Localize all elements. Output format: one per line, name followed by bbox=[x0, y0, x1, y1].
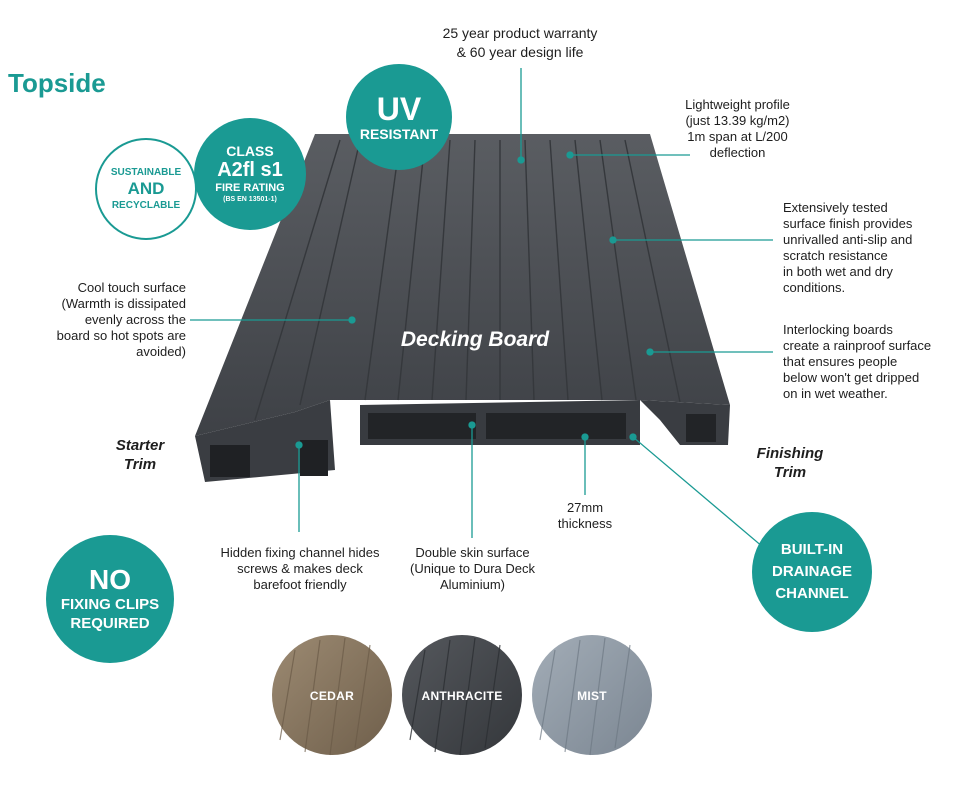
starter-trim-label: Starter Trim bbox=[105, 436, 175, 474]
hidden-fixing-note: Hidden fixing channel hides screws & mak… bbox=[205, 545, 395, 593]
uv-badge-line: RESISTANT bbox=[359, 126, 439, 142]
swatch-label-mist: MIST bbox=[577, 689, 607, 703]
fire-badge-line: (BS EN 13501-1) bbox=[223, 196, 277, 203]
fixing-channel-cavity bbox=[300, 440, 328, 476]
finishing-trim-label: Finishing Trim bbox=[745, 444, 835, 482]
finishing-trim-cavity bbox=[686, 414, 716, 442]
thickness-line: thickness bbox=[557, 516, 613, 531]
page-title: Topside bbox=[8, 68, 106, 98]
warranty-note: 25 year product warranty & 60 year desig… bbox=[420, 24, 620, 62]
cool-touch-line: (Warmth is dissipated bbox=[61, 296, 187, 311]
swatch-cedar[interactable] bbox=[272, 635, 392, 755]
decking-board-label: Decking Board bbox=[400, 328, 550, 351]
fire-rating-badge: CLASS A2fl s1 FIRE RATING (BS EN 13501-1… bbox=[194, 118, 306, 230]
swatch-mist[interactable] bbox=[532, 635, 652, 755]
no-clips-badge-line: REQUIRED bbox=[70, 615, 150, 632]
thickness-note: 27mm thickness bbox=[545, 500, 625, 532]
warranty-line: 25 year product warranty bbox=[442, 25, 598, 41]
double-skin-line: Aluminium) bbox=[439, 577, 505, 592]
skin-cavity-right bbox=[486, 413, 626, 439]
surface-finish-note: Extensively tested surface finish provid… bbox=[783, 200, 943, 296]
starter-trim-cavity bbox=[210, 445, 250, 477]
surface-finish-line: surface finish provides bbox=[783, 216, 913, 231]
interlocking-note: Interlocking boards create a rainproof s… bbox=[783, 322, 948, 402]
leader-lines bbox=[190, 68, 773, 554]
fire-badge-line: A2fl s1 bbox=[217, 159, 283, 181]
lightweight-line: 1m span at L/200 bbox=[687, 129, 788, 144]
surface-finish-line: conditions. bbox=[783, 280, 846, 295]
double-skin-line: Double skin surface bbox=[415, 545, 530, 560]
fire-badge-line: CLASS bbox=[226, 143, 274, 159]
uv-resistant-badge: UV RESISTANT bbox=[346, 64, 452, 170]
cool-touch-line: evenly across the bbox=[84, 312, 186, 327]
fire-badge-line: FIRE RATING bbox=[215, 182, 285, 194]
surface-finish-line: scratch resistance bbox=[783, 248, 888, 263]
lightweight-line: (just 13.39 kg/m2) bbox=[685, 113, 790, 128]
surface-finish-line: in both wet and dry bbox=[783, 264, 893, 279]
hidden-fixing-line: barefoot friendly bbox=[253, 577, 347, 592]
hidden-fixing-line: screws & makes deck bbox=[237, 561, 363, 576]
sustainable-badge-line: AND bbox=[127, 179, 165, 198]
no-fixing-clips-badge: NO FIXING CLIPS REQUIRED bbox=[46, 535, 174, 663]
no-clips-badge-line: FIXING CLIPS bbox=[60, 596, 160, 613]
thickness-line: 27mm bbox=[566, 500, 604, 515]
double-skin-note: Double skin surface (Unique to Dura Deck… bbox=[395, 545, 550, 593]
interlocking-line: on in wet weather. bbox=[783, 386, 888, 401]
lightweight-line: Lightweight profile bbox=[685, 97, 790, 112]
cool-touch-line: board so hot spots are bbox=[56, 328, 186, 343]
cool-touch-note: Cool touch surface (Warmth is dissipated… bbox=[30, 280, 186, 360]
interlocking-line: below won't get dripped bbox=[783, 370, 920, 385]
swatch-label-cedar: CEDAR bbox=[309, 689, 355, 703]
cool-touch-line: avoided) bbox=[136, 344, 186, 359]
swatch-label-anthracite: ANTHRACITE bbox=[421, 689, 503, 703]
interlocking-line: create a rainproof surface bbox=[783, 338, 932, 353]
sustainable-badge: SUSTAINABLE AND RECYCLABLE bbox=[95, 138, 197, 240]
surface-finish-line: Extensively tested bbox=[783, 200, 888, 215]
sustainable-badge-line: SUSTAINABLE bbox=[110, 167, 182, 178]
starter-trim-line: Trim bbox=[123, 456, 157, 473]
uv-badge-line: UV bbox=[376, 91, 422, 127]
board-top-surface bbox=[195, 134, 730, 436]
sustainable-badge-line: RECYCLABLE bbox=[111, 200, 181, 211]
drainage-channel-badge: BUILT-IN DRAINAGE CHANNEL bbox=[752, 512, 872, 632]
skin-cavity-left bbox=[368, 413, 476, 439]
drainage-badge-line: BUILT-IN bbox=[780, 541, 844, 558]
cool-touch-line: Cool touch surface bbox=[77, 280, 186, 295]
lightweight-line: deflection bbox=[709, 145, 766, 160]
starter-trim-line: Starter bbox=[115, 437, 165, 454]
finishing-trim bbox=[640, 400, 730, 445]
finishing-trim-line: Finishing bbox=[756, 445, 824, 462]
interlocking-line: that ensures people bbox=[783, 354, 898, 369]
lightweight-note: Lightweight profile (just 13.39 kg/m2) 1… bbox=[680, 97, 795, 161]
warranty-line: & 60 year design life bbox=[456, 44, 584, 60]
interlocking-line: Interlocking boards bbox=[783, 322, 893, 337]
no-clips-badge-line: NO bbox=[89, 564, 131, 595]
drainage-badge-line: DRAINAGE bbox=[771, 563, 852, 580]
hidden-fixing-line: Hidden fixing channel hides bbox=[220, 545, 380, 560]
finishing-trim-line: Trim bbox=[773, 464, 807, 481]
swatch-anthracite[interactable] bbox=[402, 635, 522, 755]
double-skin-line: (Unique to Dura Deck bbox=[410, 561, 535, 576]
surface-finish-line: unrivalled anti-slip and bbox=[783, 232, 913, 247]
surface-grooves bbox=[254, 139, 681, 421]
drainage-badge-line: CHANNEL bbox=[775, 585, 849, 602]
